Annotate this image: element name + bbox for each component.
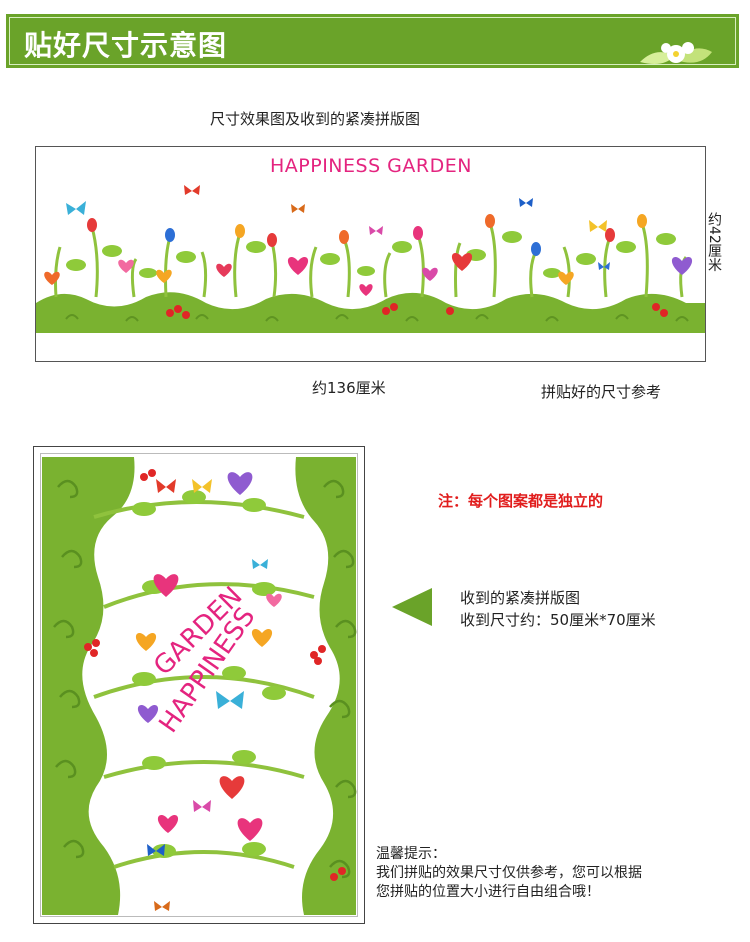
section1-caption: 尺寸效果图及收到的紧凑拼版图: [210, 110, 421, 128]
section-header-title: 贴好尺寸示意图: [24, 29, 228, 62]
tips-title: 温馨提示：: [376, 846, 446, 862]
garden-border-illustration: [36, 185, 705, 333]
tips-line-1: 我们拼贴的效果尺寸仅供参考，您可以根据: [376, 865, 642, 881]
sheet-inner-frame: [40, 453, 358, 917]
assembled-sticker-preview: HAPPINESS GARDEN: [35, 146, 706, 362]
tips-block: 温馨提示： 我们拼贴的效果尺寸仅供参考，您可以根据 您拼贴的位置大小进行自由组合…: [376, 845, 642, 902]
arrow-left-icon: [392, 588, 432, 626]
assembled-size-reference-label: 拼贴好的尺寸参考: [541, 383, 662, 401]
sticker-title-text: HAPPINESS GARDEN: [270, 155, 472, 177]
height-dimension-label: 约42厘米: [706, 212, 722, 272]
garden-sheet-illustration: GARDEN HAPPINESS: [42, 457, 357, 915]
section-header-banner: 贴好尺寸示意图: [6, 14, 739, 68]
header-inner-border: [9, 17, 736, 65]
tips-line-2: 您拼贴的位置大小进行自由组合哦！: [376, 884, 600, 900]
compact-layout-sheet-preview: GARDEN HAPPINESS: [33, 446, 365, 924]
width-dimension-label: 约136厘米: [312, 379, 386, 397]
flower-ornament-icon: [640, 42, 712, 64]
received-size-label: 收到尺寸约：50厘米*70厘米: [460, 611, 656, 629]
independent-patterns-note: 注：每个图案都是独立的: [438, 492, 604, 510]
received-sheet-label: 收到的紧凑拼版图: [460, 589, 581, 607]
